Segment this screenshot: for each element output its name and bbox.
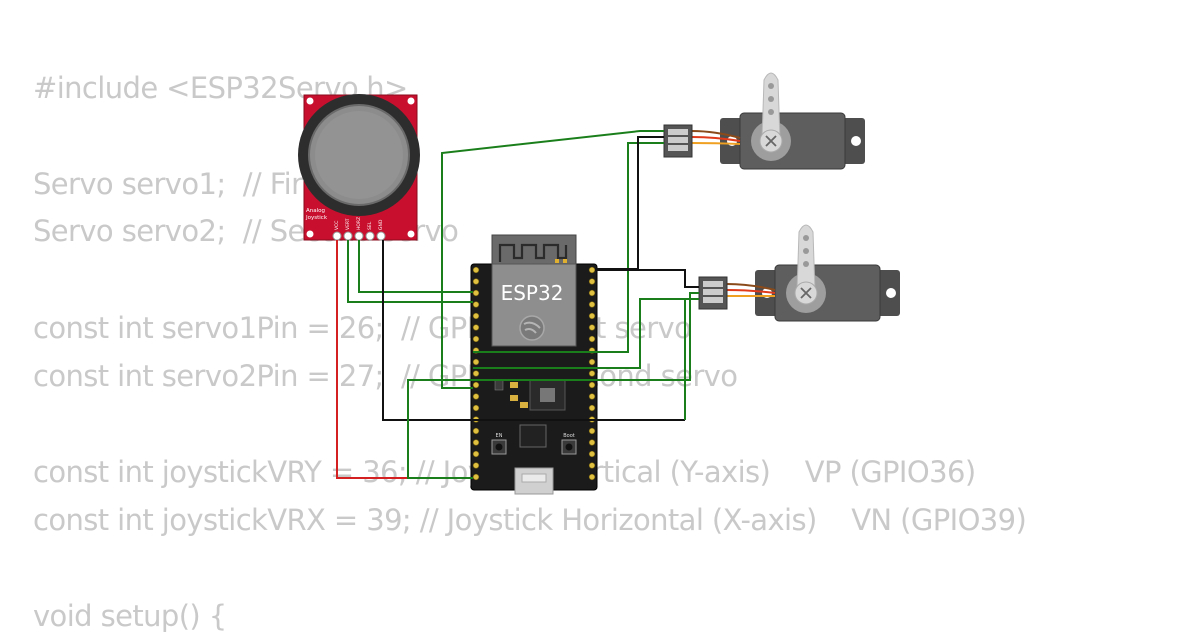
left-header-pin[interactable] xyxy=(472,473,480,481)
wire-joystick-gnd xyxy=(382,240,685,421)
analog-joystick[interactable]: Analog Joystick VCC VERT HORZ SEL GND xyxy=(298,94,420,241)
right-header-pin[interactable] xyxy=(588,289,596,297)
usb-uart-chip xyxy=(519,424,547,448)
right-header-pin[interactable] xyxy=(588,266,596,274)
right-header-pin[interactable] xyxy=(588,324,596,331)
pin-label-vert: VERT xyxy=(345,218,351,230)
left-header-pin[interactable] xyxy=(472,462,480,469)
right-header-pin[interactable] xyxy=(588,462,596,469)
left-header-pin[interactable] xyxy=(472,289,480,297)
wire-joystick-vert xyxy=(347,240,473,303)
right-header-pin[interactable] xyxy=(588,473,596,481)
left-header-pin[interactable] xyxy=(472,301,480,308)
servo-1-screw-icon xyxy=(765,135,777,147)
left-header-pin[interactable] xyxy=(472,278,480,285)
left-header-pin[interactable] xyxy=(472,358,480,366)
left-header-pin[interactable] xyxy=(472,381,480,389)
right-header-pin[interactable] xyxy=(588,312,596,320)
code-line-pin1: const int servo1Pin = 26; // GPIO for fi… xyxy=(33,311,692,345)
servo-1-horn[interactable] xyxy=(761,72,781,142)
wire-servo2-power xyxy=(473,298,699,369)
espressif-logo-icon xyxy=(519,315,545,341)
servo-2-screw-icon xyxy=(800,287,812,299)
right-header-pin[interactable] xyxy=(588,335,596,343)
right-header-pin[interactable] xyxy=(588,450,596,458)
wire-servo1-signal xyxy=(441,130,664,389)
wire-servo1-power xyxy=(473,142,664,353)
en-button-label: EN xyxy=(496,433,503,439)
left-header-pin[interactable] xyxy=(472,404,480,412)
right-header-pin[interactable] xyxy=(588,381,596,389)
left-header-pin[interactable] xyxy=(472,266,480,274)
right-header-pin[interactable] xyxy=(588,404,596,412)
servo-1[interactable] xyxy=(663,72,865,170)
left-header-pin[interactable] xyxy=(472,324,480,331)
pin-label-sel: SEL xyxy=(367,221,373,230)
boot-button-label: Boot xyxy=(563,433,575,439)
wire-servo2-signal xyxy=(407,292,699,479)
right-header-pin[interactable] xyxy=(588,393,596,400)
servo-2[interactable] xyxy=(698,224,900,322)
right-header-pin[interactable] xyxy=(588,301,596,308)
joystick-label-1: Analog xyxy=(306,208,325,214)
code-line-vrx: const int joystickVRX = 39; // Joystick … xyxy=(33,503,1027,537)
wires xyxy=(336,130,699,479)
pin-label-vcc: VCC xyxy=(334,221,340,230)
wire-servo1-gnd xyxy=(595,136,664,270)
esp32-board[interactable]: ESP32 EN Boot xyxy=(470,234,598,495)
right-header-pin[interactable] xyxy=(588,278,596,285)
pin-label-horz: HORZ xyxy=(356,217,362,230)
wire-joystick-horz xyxy=(358,240,473,293)
left-header-pin[interactable] xyxy=(472,393,480,400)
right-header-pin[interactable] xyxy=(588,427,596,435)
left-header-pin[interactable] xyxy=(472,335,480,343)
joystick-label-2: Joystick xyxy=(305,215,328,221)
left-header-pin[interactable] xyxy=(472,370,480,377)
left-header-pin[interactable] xyxy=(472,427,480,435)
left-header-pin[interactable] xyxy=(472,439,480,446)
wire-servo2-gnd xyxy=(595,269,699,288)
joystick-pin-labels: VCC VERT HORZ SEL GND xyxy=(334,217,384,230)
right-header-pin[interactable] xyxy=(588,358,596,366)
right-header-pin[interactable] xyxy=(588,370,596,377)
pin-label-gnd: GND xyxy=(378,219,384,230)
code-line-setup: void setup() { xyxy=(33,599,227,633)
right-header-pin[interactable] xyxy=(588,439,596,446)
esp32-module-shield xyxy=(491,263,577,347)
esp32-label: ESP32 xyxy=(501,281,564,305)
servo-2-horn[interactable] xyxy=(796,224,816,294)
left-header-pin[interactable] xyxy=(472,312,480,320)
antenna-trace xyxy=(498,243,568,262)
left-header-pin[interactable] xyxy=(472,450,480,458)
wire-joystick-vcc xyxy=(336,240,473,479)
